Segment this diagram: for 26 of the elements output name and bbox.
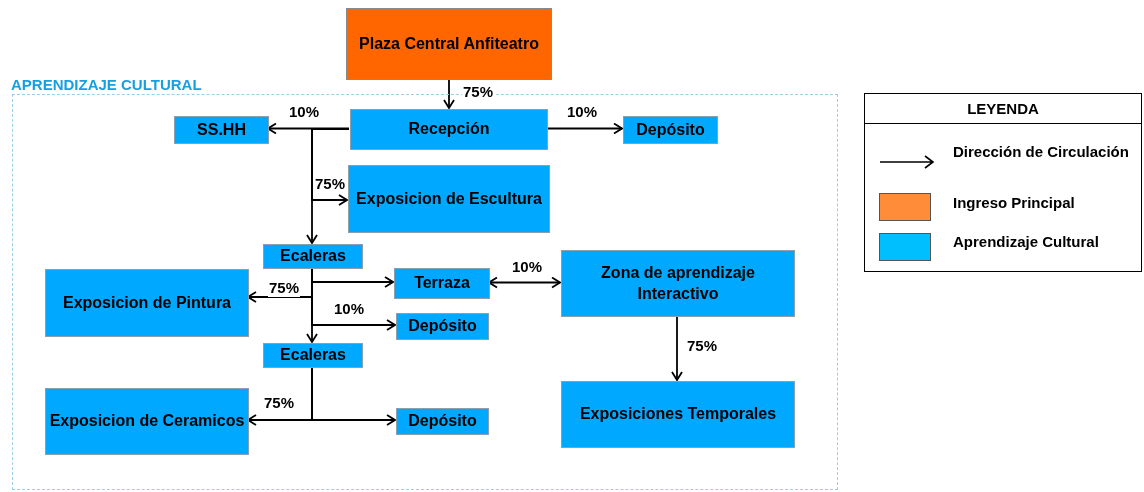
- area-box: SS.HH: [174, 116, 269, 144]
- area-box: Depósito: [623, 116, 718, 144]
- flow-arrow: [488, 276, 561, 289]
- area-box: Zona de aprendizaje Interactivo: [561, 250, 795, 317]
- area-box: Exposicion de Escultura: [348, 165, 550, 233]
- area-box: Exposicion de Pintura: [45, 269, 249, 337]
- legend-title: LEYENDA: [865, 94, 1141, 124]
- zone-heading: APRENDIZAJE CULTURAL: [11, 75, 202, 95]
- flow-arrow: [306, 128, 350, 244]
- legend-text: Aprendizaje Cultural: [953, 233, 1100, 251]
- entrance-box: Plaza Central Anfiteatro: [346, 8, 552, 80]
- legend-text: Dirección de Circulación: [953, 143, 1130, 161]
- flow-arrow: [443, 79, 455, 109]
- area-box: Depósito: [396, 408, 489, 435]
- legend-text: Ingreso Principal: [953, 194, 1076, 212]
- area-box: Ecaleras: [263, 343, 363, 368]
- area-box: Ecaleras: [263, 244, 363, 269]
- edge-label: 75%: [268, 280, 301, 297]
- area-box: Recepción: [350, 109, 548, 150]
- flow-arrow: [546, 122, 623, 135]
- flow-arrow: [311, 366, 396, 426]
- area-box: Exposicion de Ceramicos: [45, 388, 249, 455]
- area-box: Exposiciones Temporales: [561, 381, 795, 448]
- flow-arrow: [671, 315, 683, 381]
- area-box: Terraza: [394, 268, 490, 299]
- area-box: Depósito: [396, 313, 489, 340]
